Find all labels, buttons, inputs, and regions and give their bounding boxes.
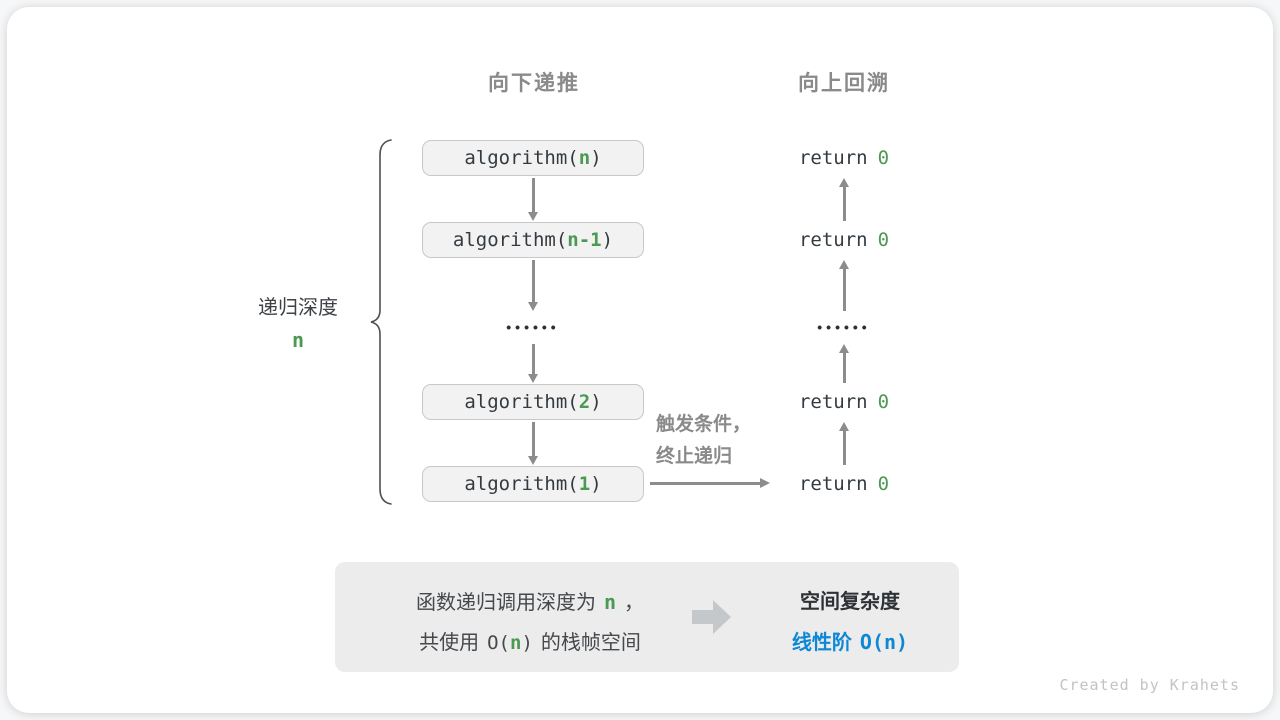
return-statement: return 0 bbox=[744, 472, 944, 496]
call-suffix: ) bbox=[590, 147, 602, 169]
summary-line2-var: n bbox=[509, 632, 522, 654]
call-suffix: ) bbox=[590, 473, 602, 495]
down-arrow-icon bbox=[528, 178, 537, 221]
summary-line2-text: 共使用 bbox=[419, 632, 480, 654]
return-value: 0 bbox=[877, 473, 890, 495]
diagram-card: 向下递推 向上回溯 递归深度 n algorithm(n) algorithm(… bbox=[7, 7, 1273, 713]
call-box-2: algorithm(2) bbox=[422, 384, 644, 420]
watermark: Created by Krahets bbox=[1059, 676, 1240, 694]
up-arrow-icon bbox=[839, 422, 848, 465]
base-case-arrow-icon bbox=[650, 478, 770, 487]
column-header-backtrack: 向上回溯 bbox=[798, 72, 890, 95]
return-statement: return 0 bbox=[744, 146, 944, 170]
summary-conclusion-title: 空间复杂度 bbox=[800, 591, 900, 613]
call-prefix: algorithm( bbox=[464, 473, 579, 495]
summary-conclusion: 空间复杂度 线性阶 O(n) bbox=[760, 582, 940, 663]
call-box-1: algorithm(1) bbox=[422, 466, 644, 502]
implies-arrow-icon bbox=[692, 600, 731, 634]
up-arrow-icon bbox=[839, 178, 848, 221]
up-arrow-icon bbox=[839, 260, 848, 311]
call-prefix: algorithm( bbox=[464, 391, 579, 413]
call-arg: 1 bbox=[578, 473, 591, 495]
depth-value: n bbox=[291, 328, 305, 352]
summary-line1-post: ， bbox=[624, 592, 645, 614]
summary-line2-code: ) bbox=[521, 632, 533, 654]
return-statement: return 0 bbox=[744, 228, 944, 252]
return-keyword: return bbox=[798, 391, 868, 413]
return-ellipsis: •••••• bbox=[817, 319, 871, 335]
summary-line1-text: 函数递归调用深度为 bbox=[415, 592, 596, 614]
call-arg: 2 bbox=[578, 391, 591, 413]
summary-result-label: 线性阶 bbox=[791, 632, 852, 654]
stack-ellipsis: •••••• bbox=[506, 319, 560, 335]
return-keyword: return bbox=[798, 147, 868, 169]
depth-label: 递归深度 bbox=[258, 297, 338, 319]
summary-conclusion-result: 线性阶 O(n) bbox=[760, 622, 940, 663]
column-header-descend: 向下递推 bbox=[488, 72, 580, 95]
call-prefix: algorithm( bbox=[452, 229, 568, 251]
summary-line1-var: n bbox=[603, 590, 617, 614]
call-box-n: algorithm(n) bbox=[422, 140, 644, 176]
down-arrow-icon bbox=[528, 422, 537, 465]
return-value: 0 bbox=[877, 147, 890, 169]
base-case-note: 触发条件， 终止递归 bbox=[656, 409, 751, 473]
base-case-note-line2: 终止递归 bbox=[656, 446, 733, 467]
return-keyword: return bbox=[798, 229, 868, 251]
summary-line2-post: 的栈帧空间 bbox=[540, 632, 641, 654]
return-value: 0 bbox=[877, 391, 890, 413]
down-arrow-icon bbox=[528, 344, 537, 383]
up-arrow-icon bbox=[839, 344, 848, 383]
call-arg: n-1 bbox=[567, 229, 602, 251]
call-box-n-1: algorithm(n-1) bbox=[422, 222, 644, 258]
base-case-note-line1: 触发条件， bbox=[656, 414, 752, 435]
down-arrow-icon bbox=[528, 260, 537, 311]
return-keyword: return bbox=[798, 473, 868, 495]
summary-result-code: O(n) bbox=[859, 630, 909, 654]
call-suffix: ) bbox=[590, 391, 602, 413]
call-arg: n bbox=[578, 147, 591, 169]
summary-line1: 函数递归调用深度为 n ， bbox=[355, 582, 705, 623]
summary-line2-code: O( bbox=[487, 632, 510, 654]
return-statement: return 0 bbox=[744, 390, 944, 414]
depth-brace-icon bbox=[370, 139, 392, 505]
return-value: 0 bbox=[877, 229, 890, 251]
call-prefix: algorithm( bbox=[464, 147, 579, 169]
call-suffix: ) bbox=[601, 229, 614, 251]
summary-line2: 共使用 O(n) 的栈帧空间 bbox=[355, 623, 705, 663]
